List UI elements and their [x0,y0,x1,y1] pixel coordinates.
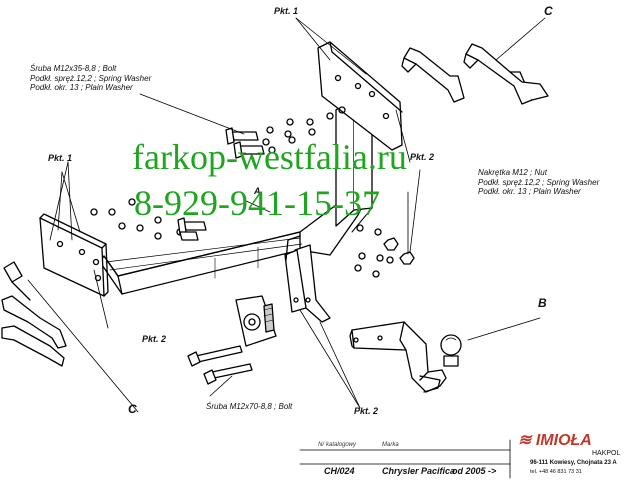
strap-left-2 [1,325,65,367]
strap-top-1 [401,47,465,103]
left-bracket-plate [39,213,109,297]
company-logo-text: IMIOŁA [535,432,592,449]
catalog-caption: Nr katalogowy [318,442,357,448]
company-address: 96-111 Kowiesy, Chojnata 23 A [530,460,617,466]
company-phone: tel. +48 46 831 73 31 [530,469,582,475]
strap-left-1 [1,295,67,349]
label-b: B [538,296,547,310]
electric-socket-plate [235,295,277,347]
bolt-set-bottom [187,345,253,385]
center-mount-bracket [284,235,331,323]
nut-note-line2: Podkł. spręż.12,2 ; Spring Washer [478,177,600,187]
nut-note-line3: Podkł. okr. 13 ; Plain Washer [478,187,581,196]
label-c-top: C [544,4,553,18]
company-logo: ≋ IMIOŁA [518,430,592,450]
bolt-set-top [225,106,346,159]
nut-note: Nakrętka M12 ; Nut Podkł. spręż.12,2 ; S… [478,168,599,197]
bolt-top-note-line1: Śruba M12x35-8,8 ; Bolt [30,64,117,73]
vehicle-model: Chrysler Pacifica [382,466,456,476]
logo-icon: ≋ [518,432,532,449]
company-sub: HAKPOL [592,450,621,457]
bolt-set-left [90,198,207,241]
strap-left-3 [3,261,31,301]
strap-top-2 [463,43,549,105]
label-c-bottom: C [128,402,137,416]
bolt-bottom-note: Śruba M12x70-8,8 ; Bolt [206,402,293,411]
vehicle-year: od 2005 -> [452,466,497,476]
bolt-top-note: Śruba M12x35-8,8 ; Bolt Podkł. spręż.12,… [30,64,151,93]
bolt-top-note-line2: Podkł. spręż.12,2 ; Spring Washer [30,73,152,83]
watermark-phone: 8-929-941-15-37 [134,183,380,223]
nut-set-right [354,224,415,278]
label-pkt2-center: Pkt. 2 [410,152,435,162]
footer-frame [299,439,511,479]
label-pkt1-left: Pkt. 1 [48,153,73,163]
label-pkt2-left: Pkt. 2 [142,334,167,344]
tow-ball [440,334,462,367]
label-pkt2-bottom: Pkt. 2 [354,406,379,416]
catalog-number: CH/024 [324,466,355,476]
watermark-site: farkop-westfalia.ru [132,137,407,177]
brand-caption: Marka [382,442,399,448]
bolt-top-note-line3: Podkł. okr. 13 ; Plain Washer [30,83,133,92]
label-a: A [254,186,261,196]
leader-lines [27,17,546,413]
label-pkt1-top: Pkt. 1 [274,6,299,16]
tow-ball-neck [349,321,447,393]
nut-note-line1: Nakrętka M12 ; Nut [478,168,547,177]
